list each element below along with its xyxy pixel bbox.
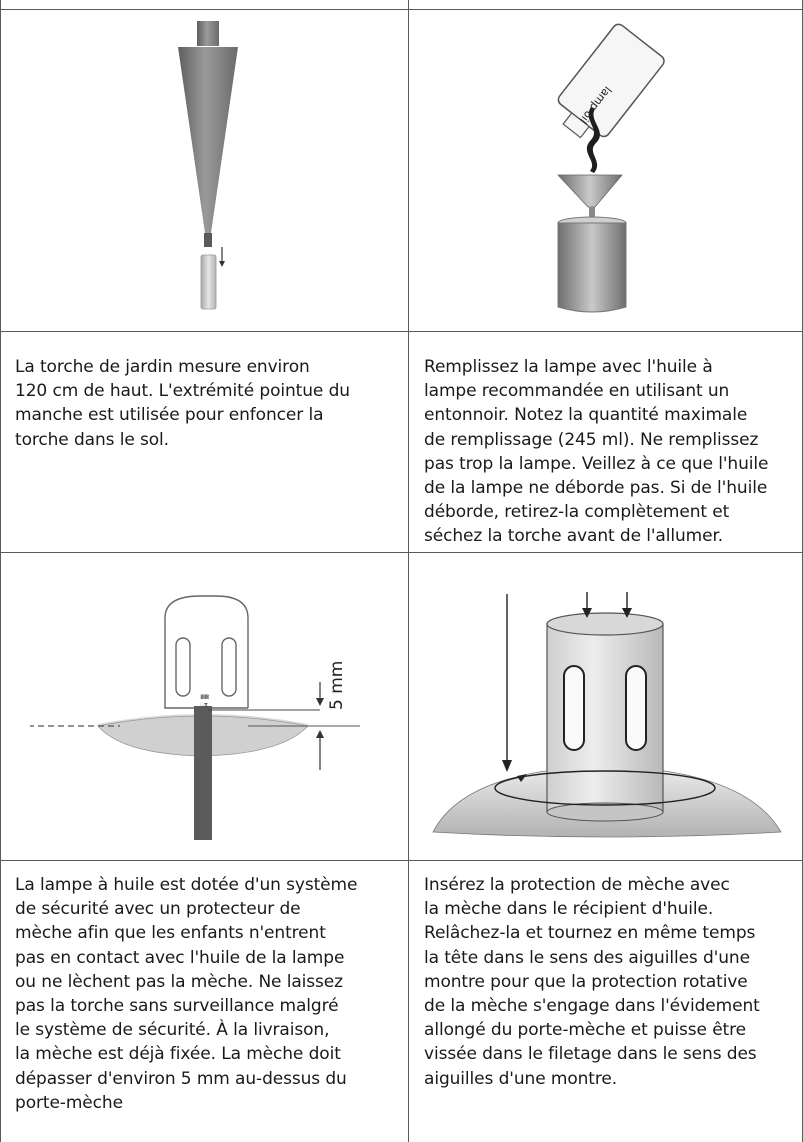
measure-label: 5 mm	[327, 661, 347, 710]
cell-insert-wick-text: Insérez la protection de mèche avec la m…	[424, 875, 760, 1089]
table-border	[0, 552, 803, 553]
cell-safety-system-text: La lampe à huile est dotée d'un système …	[15, 875, 358, 1113]
table-border	[0, 860, 803, 861]
figure-wick-height: ᢆᢐᢆ 5 mm	[30, 590, 390, 840]
table-border	[0, 0, 1, 1142]
table-border	[0, 331, 803, 332]
figure-filling-oil: lamp oil	[412, 11, 800, 331]
cell-fill-lamp: Remplissez la lampe avec l'huile à lampe…	[409, 342, 803, 552]
table-border	[408, 0, 409, 1142]
cell-fill-lamp-text: Remplissez la lampe avec l'huile à lampe…	[424, 357, 769, 547]
table-border	[0, 9, 803, 10]
cell-torch-height: La torche de jardin mesure environ 120 c…	[0, 342, 409, 552]
figure-torch-assembly	[15, 11, 395, 331]
figure-insert-wick-guard	[425, 560, 795, 850]
cell-torch-height-text: La torche de jardin mesure environ 120 c…	[15, 357, 350, 450]
svg-text:ᢆᢐᢆ: ᢆᢐᢆ	[200, 694, 209, 708]
cell-safety-system: La lampe à huile est dotée d'un système …	[0, 860, 409, 1142]
cell-insert-wick: Insérez la protection de mèche avec la m…	[409, 860, 803, 1142]
